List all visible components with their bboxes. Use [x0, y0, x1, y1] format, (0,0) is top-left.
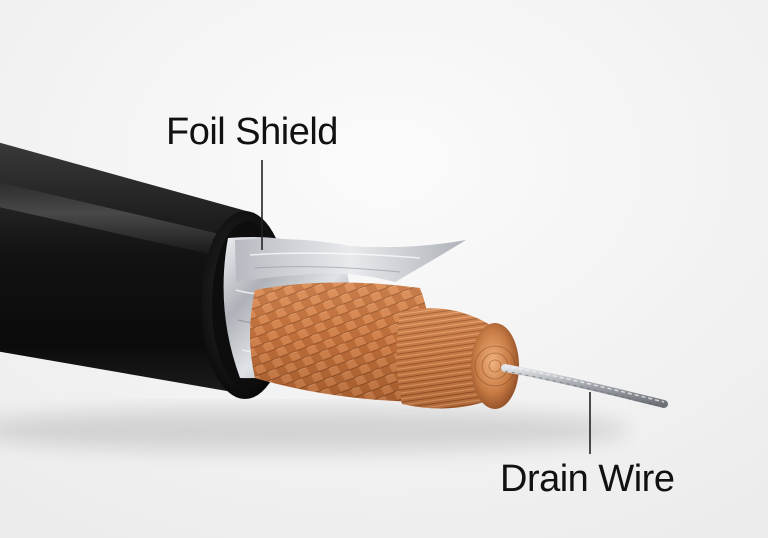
braided-copper-shield: [250, 282, 430, 402]
drain-wire-label: Drain Wire: [500, 458, 675, 500]
copper-conductor: [396, 308, 519, 409]
foil-shield-label: Foil Shield: [166, 111, 338, 153]
conductor-end-face: [471, 323, 519, 409]
cable-shadow: [0, 408, 630, 452]
drain-wire: [501, 364, 668, 408]
foil-flap: [235, 238, 466, 282]
